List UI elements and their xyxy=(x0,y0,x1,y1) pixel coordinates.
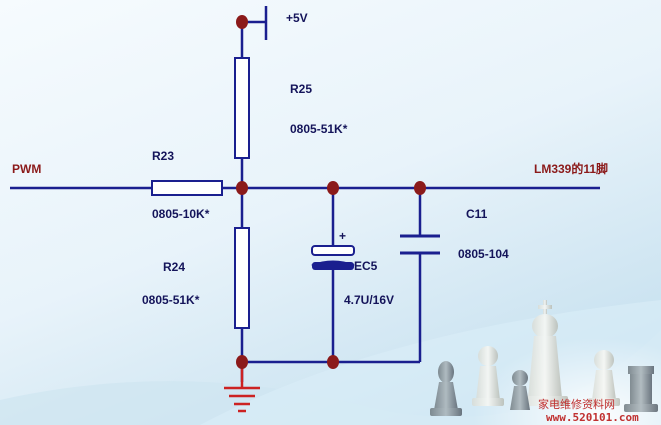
chess-pawn-icon xyxy=(588,350,620,406)
label-r25-value: 0805-51K* xyxy=(290,122,348,136)
label-ec5-name: EC5 xyxy=(354,259,378,273)
junction-node-ground-mid xyxy=(327,355,339,369)
label-r24-name: R24 xyxy=(163,260,185,274)
resistor-r23 xyxy=(151,180,223,196)
background-swoosh xyxy=(0,330,661,425)
junction-node-center xyxy=(236,181,248,195)
junction-node-ground-left xyxy=(236,355,248,369)
label-r23-name: R23 xyxy=(152,149,174,163)
chess-pawn-icon xyxy=(510,370,530,410)
chess-pawn-icon xyxy=(472,346,504,406)
label-c11-value: 0805-104 xyxy=(458,247,509,261)
resistor-r24 xyxy=(234,227,250,329)
chess-bishop-icon xyxy=(430,361,462,416)
resistor-r25 xyxy=(234,57,250,159)
ec5-negative-body xyxy=(312,262,354,270)
chess-king-icon xyxy=(522,300,568,406)
label-ec5-polarity: + xyxy=(339,229,346,243)
ec5-positive-plate xyxy=(311,245,355,256)
watermark-site-url: www.520101.com xyxy=(546,411,639,424)
label-r23-value: 0805-10K* xyxy=(152,207,210,221)
label-r25-name: R25 xyxy=(290,82,312,96)
junction-node-vcc xyxy=(236,15,248,29)
label-r24-value: 0805-51K* xyxy=(142,293,200,307)
capacitor-c11 xyxy=(400,234,440,255)
label-pwm: PWM xyxy=(12,162,41,176)
chess-pieces-decoration xyxy=(430,300,658,416)
label-ec5-value: 4.7U/16V xyxy=(344,293,394,307)
label-c11-name: C11 xyxy=(466,207,488,221)
junction-node-ec5 xyxy=(327,181,339,195)
junction-nodes xyxy=(236,15,426,369)
chess-rook-icon xyxy=(624,366,658,412)
label-output: LM339的11脚 xyxy=(534,161,608,176)
junction-node-c11 xyxy=(414,181,426,195)
label-vcc: +5V xyxy=(286,11,308,25)
watermark-site-name: 家电维修资料网 xyxy=(538,397,615,411)
capacitor-ec5 xyxy=(311,245,355,270)
ground-symbol-icon xyxy=(224,365,260,413)
